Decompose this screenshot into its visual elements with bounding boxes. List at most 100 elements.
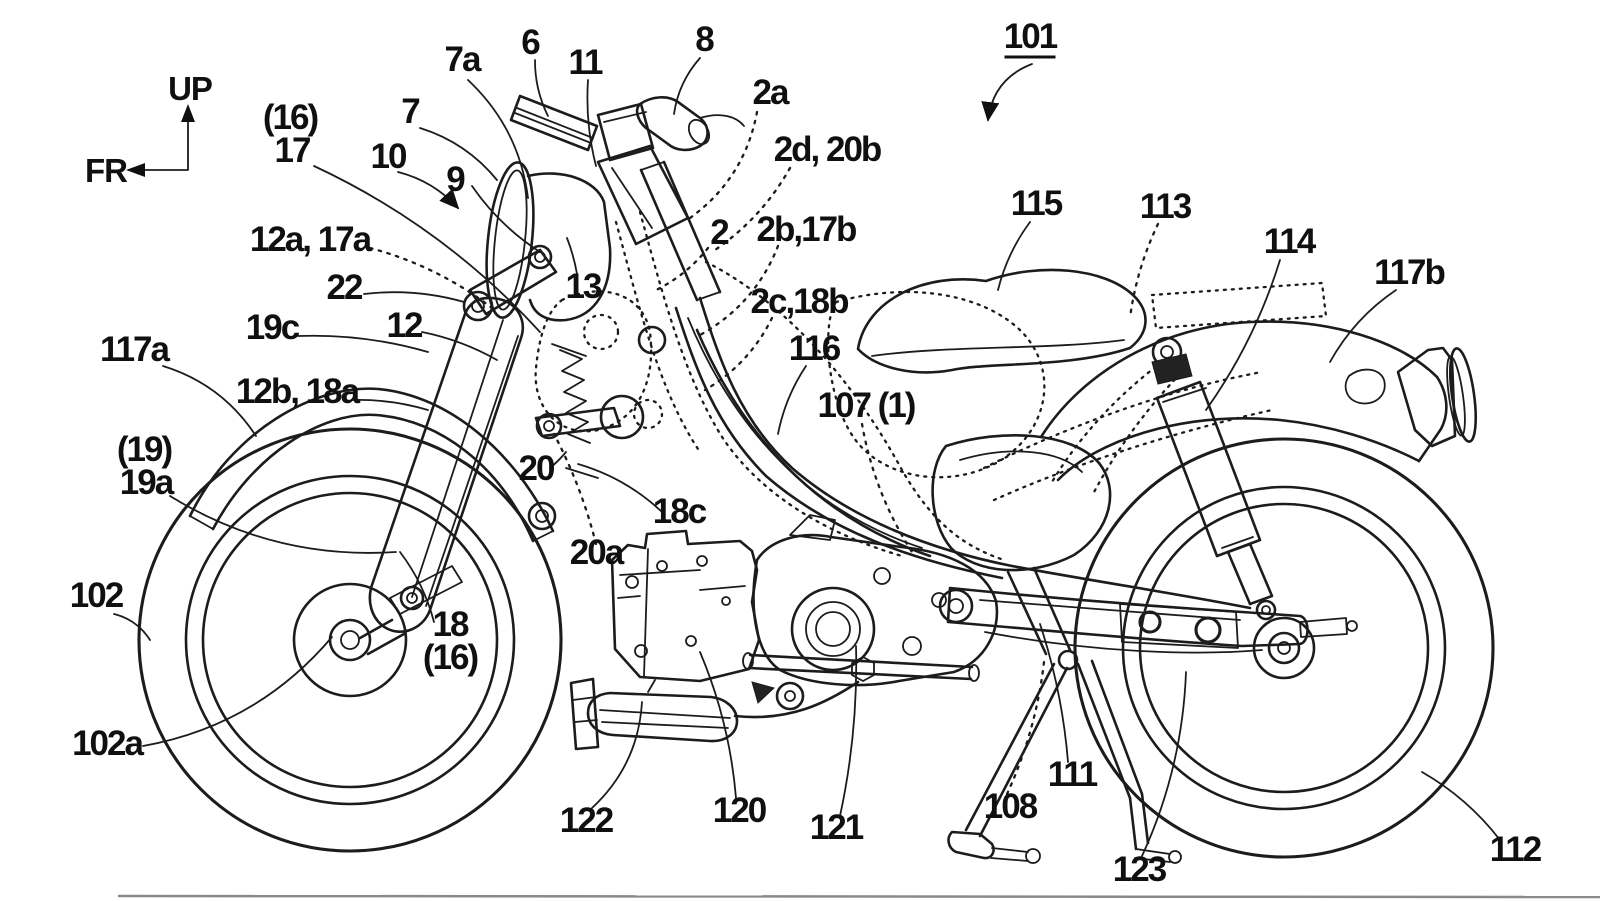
leader-lines bbox=[113, 57, 1501, 857]
part-label-10: 10 bbox=[371, 137, 407, 176]
part-label-20a: 20a bbox=[570, 533, 625, 572]
part-label-18c: 18c bbox=[653, 492, 707, 531]
part-label-8: 8 bbox=[695, 20, 714, 59]
part-label-2d20b: 2d, 20b bbox=[774, 130, 881, 169]
fork-cover bbox=[368, 296, 524, 633]
exhaust bbox=[569, 677, 860, 751]
leader-121 bbox=[839, 645, 858, 817]
stand-pivot bbox=[1057, 649, 1079, 671]
part-label-18: 18 bbox=[433, 605, 469, 644]
reflector-cutout bbox=[1344, 368, 1386, 405]
leader-114 bbox=[1205, 259, 1281, 411]
center-stand bbox=[1076, 662, 1132, 800]
engine bbox=[610, 514, 999, 687]
part-label-116: 116 bbox=[789, 329, 841, 368]
front-brake-arm bbox=[389, 565, 463, 615]
leader-2c18b bbox=[703, 316, 774, 392]
leader-19c bbox=[297, 334, 429, 353]
leader-12 bbox=[421, 331, 498, 361]
part-label-122: 122 bbox=[560, 801, 614, 840]
leader-20 bbox=[549, 451, 567, 469]
axis-lines bbox=[141, 117, 189, 171]
exhaust-pipe bbox=[733, 680, 860, 719]
leader-17 bbox=[313, 165, 541, 333]
fr-axis-label: FR bbox=[85, 152, 128, 189]
headlight-rim bbox=[485, 161, 535, 319]
leader-2a bbox=[688, 110, 759, 220]
leader-111 bbox=[1039, 623, 1069, 763]
leader-102a bbox=[142, 636, 333, 747]
leader-120 bbox=[699, 651, 737, 799]
leader-117a bbox=[162, 365, 257, 437]
leader-113 bbox=[1128, 222, 1160, 320]
part-label-19c: 19c bbox=[246, 308, 300, 347]
leader-18 bbox=[399, 551, 435, 623]
clutch-cover bbox=[790, 586, 876, 672]
part-label-12: 12 bbox=[387, 306, 423, 345]
shock-rod bbox=[1226, 542, 1274, 606]
leader-123 bbox=[1141, 671, 1187, 857]
leader-2 bbox=[650, 246, 710, 294]
leader-9 bbox=[471, 185, 541, 253]
brake-pedal-tip bbox=[751, 681, 775, 704]
part-label-p19: (19) bbox=[117, 430, 172, 469]
muffler bbox=[586, 691, 739, 743]
leader-107-1 bbox=[860, 422, 914, 554]
leader-19a bbox=[169, 495, 397, 554]
part-label-6: 6 bbox=[521, 23, 540, 62]
pedal-pivot bbox=[775, 681, 805, 711]
head-tube bbox=[639, 168, 699, 302]
up-axis-label: UP bbox=[168, 70, 212, 107]
leader-22 bbox=[363, 291, 465, 303]
part-label-113: 113 bbox=[1140, 187, 1192, 226]
seat bbox=[856, 268, 1147, 374]
front-fender bbox=[188, 387, 555, 543]
part-label-2a: 2a bbox=[753, 73, 790, 112]
front-fork bbox=[358, 244, 667, 656]
part-label-112: 112 bbox=[1490, 830, 1542, 869]
leader-116 bbox=[777, 365, 807, 435]
leader-117b bbox=[1329, 289, 1397, 363]
leader-12b18a bbox=[351, 399, 429, 411]
leader-2b17b bbox=[698, 244, 780, 337]
leader-122 bbox=[591, 701, 643, 809]
up-arrow-icon bbox=[181, 104, 195, 122]
rear-fender bbox=[1039, 320, 1478, 482]
leader-112 bbox=[1421, 771, 1501, 841]
part-label-102: 102 bbox=[70, 576, 124, 615]
leader-13 bbox=[566, 237, 578, 275]
part-label-117b: 117b bbox=[1374, 253, 1444, 292]
brake-lever bbox=[699, 114, 745, 127]
part-label-7a: 7a bbox=[445, 40, 482, 79]
shock-body bbox=[1155, 380, 1262, 558]
side-stand-foot bbox=[947, 830, 995, 860]
muffler-bracket bbox=[569, 677, 600, 751]
leader-102 bbox=[113, 613, 151, 641]
front-wheel bbox=[137, 427, 563, 853]
part-label-120: 120 bbox=[713, 791, 767, 830]
leader-101 bbox=[981, 63, 1033, 122]
fr-arrow-icon bbox=[126, 163, 145, 177]
cylinder-block bbox=[610, 529, 761, 683]
chain-adjuster bbox=[1299, 617, 1348, 638]
leader-7a bbox=[467, 79, 529, 199]
part-label-12b18a: 12b, 18a bbox=[236, 372, 361, 411]
part-label-115: 115 bbox=[1011, 184, 1063, 223]
intake-stub bbox=[789, 514, 836, 541]
part-label-p16a: (16) bbox=[263, 98, 318, 137]
orientation-axes: UP FR bbox=[85, 70, 213, 189]
part-label-9: 9 bbox=[446, 160, 465, 199]
part-label-p16b: (16) bbox=[423, 638, 478, 677]
shock-lower-eye bbox=[1255, 599, 1277, 621]
leader-20a bbox=[552, 432, 598, 546]
lower-link-bolt bbox=[399, 585, 425, 611]
scan-edge-line bbox=[117, 894, 1600, 899]
part-label-12a17a: 12a, 17a bbox=[250, 220, 373, 259]
swingarm bbox=[938, 586, 1309, 654]
rear-wheel bbox=[1073, 437, 1495, 859]
taillight-lens bbox=[1448, 347, 1478, 443]
cushion-spring bbox=[559, 349, 591, 444]
handle-grip bbox=[635, 96, 709, 152]
